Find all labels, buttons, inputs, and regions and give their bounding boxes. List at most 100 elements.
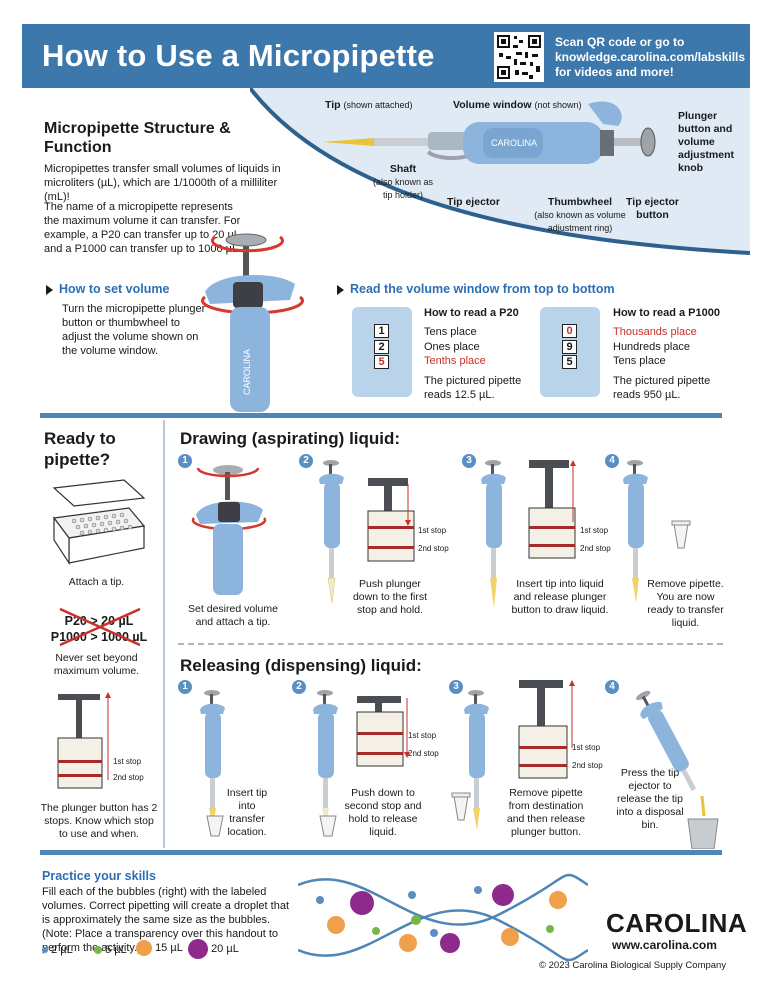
set-volume-brand-text: CAROLINA	[242, 349, 252, 395]
ready-column-divider	[163, 420, 165, 848]
label-thumbwheel: Thumbwheel(also known as volume adjustme…	[534, 196, 626, 233]
pipette-diagram: CAROLINA	[322, 101, 656, 164]
p1000-place-tens: Tens place	[613, 355, 666, 367]
legend-5ul: 5 µL	[94, 944, 127, 956]
release-step-1-pipette	[200, 690, 225, 837]
copyright: © 2023 Carolina Biological Supply Compan…	[539, 960, 727, 971]
p1000-digit-thousands: 0	[562, 324, 577, 338]
draw-step-3-stop-1-label: 1st stop	[580, 526, 609, 535]
release-step-2-number: 2	[292, 680, 306, 694]
release-step-1-text: Insert tip into transfer location.	[226, 787, 268, 838]
structure-heading: Micropipette Structure & Function	[44, 120, 231, 156]
practice-text: Fill each of the bubbles (right) with th…	[42, 886, 290, 954]
section-divider-bottom	[40, 850, 722, 855]
set-volume-text: Turn the micropipette plunger button or …	[62, 303, 206, 357]
structure-panel-bg	[250, 88, 750, 255]
draw-step-2-number: 2	[299, 454, 313, 468]
tip-box-icon	[52, 479, 146, 566]
plunger-stops-diagram	[57, 692, 111, 789]
practice-bubbles	[298, 873, 588, 962]
p1000-digit-tens: 5	[562, 355, 577, 369]
label-volume-window: Volume window (not shown)	[453, 99, 582, 111]
draw-step-4-pipette	[623, 460, 648, 603]
draw-step-3-number: 3	[462, 454, 476, 468]
draw-step-3-text: Insert tip into liquid and release plung…	[511, 578, 609, 616]
release-step-3-pipette	[464, 690, 489, 830]
p20-digit-tenths: 5	[374, 355, 389, 369]
draw-step-3-stop-2-label: 2nd stop	[580, 544, 611, 553]
release-step-4-text: Press the tip ejector to release the tip…	[616, 767, 684, 831]
set-volume-pipette: CAROLINA	[201, 233, 304, 412]
legend-dot-20ul	[188, 939, 208, 959]
label-plunger: Plunger button and volume adjustment kno…	[678, 110, 735, 174]
release-step-3-text: Remove pipette from destination and then…	[506, 787, 586, 838]
structure-para-2: The name of a micropipette represents th…	[44, 201, 242, 255]
legend-15ul: 15 µL	[136, 940, 183, 956]
draw-step-1-number: 1	[178, 454, 192, 468]
drawing-heading: Drawing (aspirating) liquid:	[180, 429, 401, 448]
header-bar	[22, 24, 750, 88]
draw-step-3-pipette	[481, 460, 506, 608]
draw-step-4-number: 4	[605, 454, 619, 468]
releasing-heading: Releasing (dispensing) liquid:	[180, 656, 422, 675]
practice-heading: Practice your skills	[42, 869, 156, 883]
microtube-icon	[451, 792, 471, 821]
stops-note: The plunger button has 2 stops. Know whi…	[40, 802, 158, 840]
legend-dot-2ul	[42, 947, 48, 954]
dashed-divider	[178, 643, 723, 645]
ready-heading: Ready to pipette?	[44, 429, 116, 469]
release-step-3-number: 3	[449, 680, 463, 694]
draw-step-2-stop-1-label: 1st stop	[418, 526, 447, 535]
p1000-title: How to read a P1000	[613, 307, 720, 319]
draw-step-4-text: Remove pipette. You are now ready to tra…	[647, 578, 724, 629]
structure-para-1: Micropipettes transfer small volumes of …	[44, 163, 281, 203]
label-tip-ejector-button: Tip ejector button	[626, 196, 679, 221]
arrow-right-icon	[46, 284, 53, 295]
p20-place-ones: Ones place	[424, 341, 480, 353]
ready-stop-1-label: 1st stop	[113, 757, 142, 766]
arrow-right-icon	[337, 284, 344, 295]
qr-code	[494, 32, 544, 82]
legend-20ul: 20 µL	[188, 939, 239, 959]
release-step-3-stop-1-label: 1st stop	[572, 743, 601, 752]
p1000-reading: The pictured pipette reads 950 µL.	[613, 375, 711, 401]
never-exceed-text: Never set beyond maximum volume.	[53, 652, 140, 677]
p1000-place-hundreds: Hundreds place	[613, 341, 691, 353]
draw-step-1-pipette	[191, 465, 267, 595]
pipette-brand-text: CAROLINA	[491, 138, 537, 148]
p20-place-tenths: Tenths place	[424, 355, 486, 367]
section-divider-top	[40, 413, 722, 418]
draw-step-3-plunger-diagram	[528, 460, 576, 559]
release-step-2-plunger-diagram	[356, 696, 410, 767]
draw-step-1-text: Set desired volume and attach a tip.	[188, 603, 278, 628]
p20-digit-tens: 1	[374, 324, 389, 338]
release-step-1-number: 1	[178, 680, 192, 694]
release-step-2-stop-2-label: 2nd stop	[408, 749, 439, 758]
p1000-digit-hundreds: 9	[562, 340, 577, 354]
label-shaft: Shaft(also known as tip holder)	[372, 163, 434, 200]
ready-stop-2-label: 2nd stop	[113, 773, 144, 782]
legend-2ul: 2 µL	[42, 944, 73, 956]
attach-tip-text: Attach a tip.	[68, 576, 125, 588]
release-step-3-stop-2-label: 2nd stop	[572, 761, 603, 770]
release-step-2-stop-1-label: 1st stop	[408, 731, 437, 740]
p20-digit-ones: 2	[374, 340, 389, 354]
p20-place-tens: Tens place	[424, 326, 477, 338]
draw-step-2-plunger-diagram	[367, 478, 415, 562]
p1000-limit: P1000 > 1000 µL	[50, 630, 148, 644]
page-title: How to Use a Micropipette	[42, 38, 435, 73]
release-step-4-number: 4	[605, 680, 619, 694]
release-step-3-plunger-diagram	[518, 680, 575, 779]
microtube-icon	[671, 520, 691, 549]
legend-dot-5ul	[94, 946, 102, 955]
release-step-2-pipette	[313, 690, 338, 837]
release-step-4-pipette	[635, 690, 719, 849]
draw-step-2-text: Push plunger down to the first stop and …	[352, 578, 428, 616]
draw-step-2-stop-2-label: 2nd stop	[418, 544, 449, 553]
cross-out-icon	[59, 607, 141, 647]
p20-title: How to read a P20	[424, 307, 519, 319]
set-volume-heading: How to set volume	[46, 282, 169, 296]
carolina-logo: CAROLINA	[606, 908, 748, 938]
legend-dot-15ul	[136, 940, 152, 956]
p20-reading: The pictured pipette reads 12.5 µL.	[424, 375, 522, 401]
